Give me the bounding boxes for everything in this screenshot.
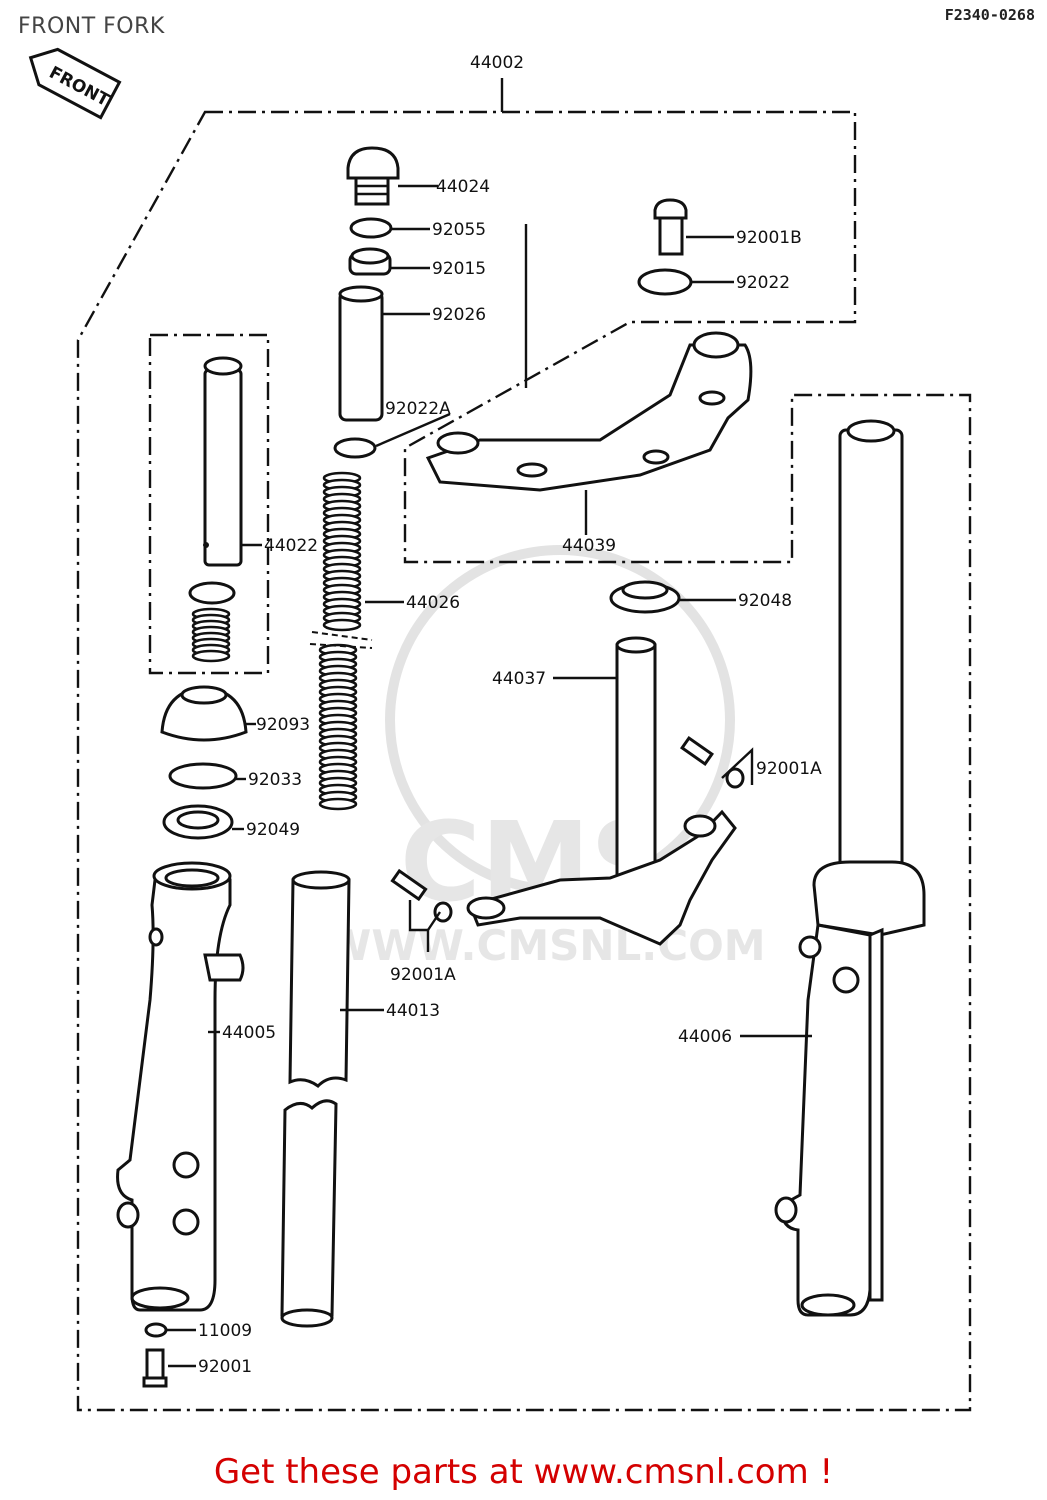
part-92049-oil-seal [162,804,234,840]
label-44026: 44026 [406,593,460,613]
part-92022-washer [637,268,693,296]
front-arrow-tag: FRONT [28,47,122,120]
label-92033: 92033 [248,770,302,790]
label-92001B: 92001B [736,228,802,248]
part-92026-spacer [338,285,384,422]
part-92033-retaining-ring [168,762,238,790]
part-44022-damper-rod [188,356,243,663]
label-92026: 92026 [432,305,486,325]
label-44037: 44037 [492,669,546,689]
label-44013: 44013 [386,1001,440,1021]
part-92001A-bolt-bottom [390,868,453,923]
part-11009-gasket [144,1322,168,1338]
label-92015: 92015 [432,259,486,279]
label-92022: 92022 [736,273,790,293]
part-92022A-washer [333,437,377,459]
part-92055-o-ring [349,217,393,239]
label-92001A-bottom: 92001A [390,965,456,985]
label-44039: 44039 [562,536,616,556]
label-92001A-right: 92001A [756,759,822,779]
label-92049: 92049 [246,820,300,840]
part-labels: 44002 44024 92055 92015 92026 92001B 920… [198,53,822,1377]
label-44002: 44002 [470,53,524,73]
label-92001: 92001 [198,1357,252,1377]
part-44005-outer-tube-left [116,861,245,1312]
part-44006-outer-tube-right [774,419,926,1317]
part-44013-inner-tube [280,870,351,1328]
label-92048: 92048 [738,591,792,611]
part-92093-dust-seal [160,685,248,742]
part-44024-cap-bolt [346,146,400,206]
leader-lines [166,184,812,1368]
label-44022: 44022 [264,536,318,556]
footer-link-text[interactable]: Get these parts at www.cmsnl.com ! [213,1452,834,1492]
part-44026-spring [309,471,373,811]
diagram-code: F2340-0268 [944,6,1035,24]
part-92048-steering-nut [609,580,681,614]
part-92001B-bolt [653,198,688,256]
page-title: FRONT FORK [18,14,165,39]
label-11009: 11009 [198,1321,252,1341]
label-44006: 44006 [678,1027,732,1047]
label-92022A: 92022A [385,399,451,419]
part-44037-steering-stem [466,636,737,946]
label-92093: 92093 [256,715,310,735]
subassembly-44022-outline [148,333,270,675]
label-92055: 92055 [432,220,486,240]
assembly-outline [76,110,972,1412]
label-44024: 44024 [436,177,490,197]
watermark-text: WWW.CMSNL.COM [325,921,766,970]
label-44005: 44005 [222,1023,276,1043]
part-92001-drain-bolt [142,1348,168,1388]
part-92015-nut [348,247,392,276]
part-44039-upper-bracket [425,331,753,492]
part-92001A-bolt-right [680,735,745,789]
